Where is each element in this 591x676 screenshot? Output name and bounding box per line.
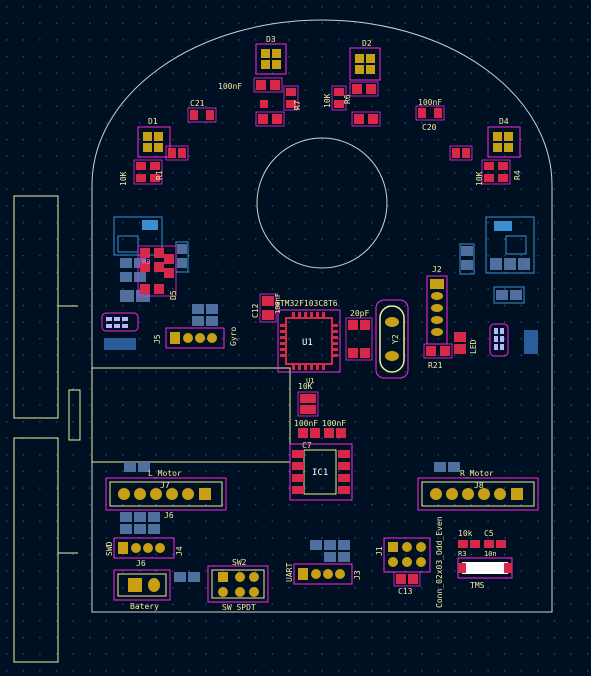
r-motor-connector[interactable]: R_Motor J8 (417, 462, 539, 511)
crystal-section[interactable]: 20pF Y2 (345, 299, 409, 379)
c7-value: 100nF (294, 419, 318, 428)
tms-label: TMS (470, 581, 485, 590)
j1-conn[interactable]: J1 C13 Conn_02x03_Odd_Even (375, 516, 444, 608)
uart-label: UART (285, 563, 294, 582)
j1-label: J1 (375, 546, 384, 556)
sw2-switch[interactable]: SW2 SW_SPDT (207, 558, 269, 612)
batery-label: Batery (130, 602, 159, 611)
r1-label: R1 (155, 170, 164, 180)
left-driver-block[interactable]: R9 D5 (113, 216, 189, 302)
right-driver-block[interactable] (459, 216, 535, 304)
d2-footprint[interactable]: D2 (349, 39, 381, 81)
ic1-label: IC1 (312, 468, 328, 478)
mcu-lower-passives[interactable]: 10K 100nF 100nF C7 (294, 382, 346, 450)
j8-ref-label: J8 (474, 481, 484, 490)
sw2-label: SW2 (232, 558, 247, 567)
battery-connector[interactable]: Batery (113, 569, 200, 611)
c5-label: C5 (484, 529, 494, 538)
d4-label: D4 (499, 117, 509, 126)
top-passives[interactable] (136, 80, 508, 182)
r21-label: R21 (428, 361, 443, 370)
mounting-hole-circle (256, 137, 388, 269)
c21-label: C21 (190, 99, 205, 108)
y2-label: Y2 (391, 334, 400, 344)
j5-label: J5 (153, 334, 162, 344)
ic1-regulator[interactable]: IC1 (289, 443, 353, 501)
j3-label: J3 (353, 570, 362, 580)
d4-footprint[interactable]: D4 (487, 117, 521, 158)
r4-label: R4 (513, 170, 522, 180)
r1-tenk: 10K (119, 171, 128, 186)
c21-value: 100nF (218, 82, 242, 91)
conn-value: Conn_02x03_Odd_Even (435, 516, 444, 608)
l-motor-connector[interactable]: L_Motor J7 (105, 462, 227, 511)
sw2-value: SW_SPDT (222, 603, 256, 612)
r7-label: R7 (293, 100, 302, 110)
mcu-ref-small: U1 (306, 377, 314, 385)
c5-value: 10k (458, 529, 473, 538)
tms-section[interactable]: 10k C5 R3 10n TMS (457, 529, 513, 590)
d5-label: D5 (169, 290, 178, 300)
d2-label: D2 (362, 39, 372, 48)
j6-back-label: J6 (164, 511, 174, 520)
led-label: LED (469, 339, 478, 354)
c20-label: C20 (422, 123, 437, 132)
j4-label: J4 (175, 546, 184, 556)
j6-label: J6 (136, 559, 146, 568)
j5-gyro-connector[interactable]: J5 Gyro (153, 304, 238, 349)
r-motor-label: R_Motor (460, 469, 494, 478)
c7-label: C7 (302, 441, 312, 450)
l-motor-label: L_Motor (148, 469, 182, 478)
r4-tenk: 10K (475, 171, 484, 186)
c12-label: C12 (251, 303, 260, 318)
top-courtyards (133, 77, 511, 185)
d1-footprint[interactable]: D1 (137, 117, 171, 158)
j7-ref-label: J7 (160, 481, 170, 490)
back-pads-left (101, 312, 538, 357)
uart-connector[interactable]: UART J3 (285, 540, 362, 585)
mcu-value: STM32F103C8T6 (275, 299, 338, 308)
c-20pf-label: 20pF (350, 309, 369, 318)
c-100nf-b-label: 100nF (322, 419, 346, 428)
r6-label: R6 (343, 94, 352, 104)
mcu-u1[interactable]: STM32F103C8T6 U1 U1 C12 100nF (251, 293, 341, 385)
mcu-ref-label: U1 (302, 338, 313, 348)
r-10k-mid-label: 10K (298, 382, 313, 391)
c13-label: C13 (398, 587, 413, 596)
r3-value: 10n (484, 550, 497, 558)
r3-label: R3 (458, 550, 466, 558)
gyro-label: Gyro (229, 327, 238, 346)
d1-label: D1 (148, 117, 158, 126)
r6-tenk: 10K (323, 93, 332, 108)
c20-value: 100nF (418, 98, 442, 107)
swd-label: SWD (105, 541, 114, 556)
d3-label: D3 (266, 35, 276, 44)
c12-value: 100nF (274, 293, 282, 314)
left-battery-outline (13, 195, 291, 663)
board-edge-outline (91, 19, 553, 613)
j2-header[interactable]: J2 R21 LED (423, 265, 478, 370)
swd-connector[interactable]: J6 SWD J4 J6 (105, 511, 184, 568)
d3-footprint[interactable]: D3 (255, 35, 287, 75)
left-driver-r-label: R9 (142, 258, 150, 266)
j2-label: J2 (432, 265, 442, 274)
